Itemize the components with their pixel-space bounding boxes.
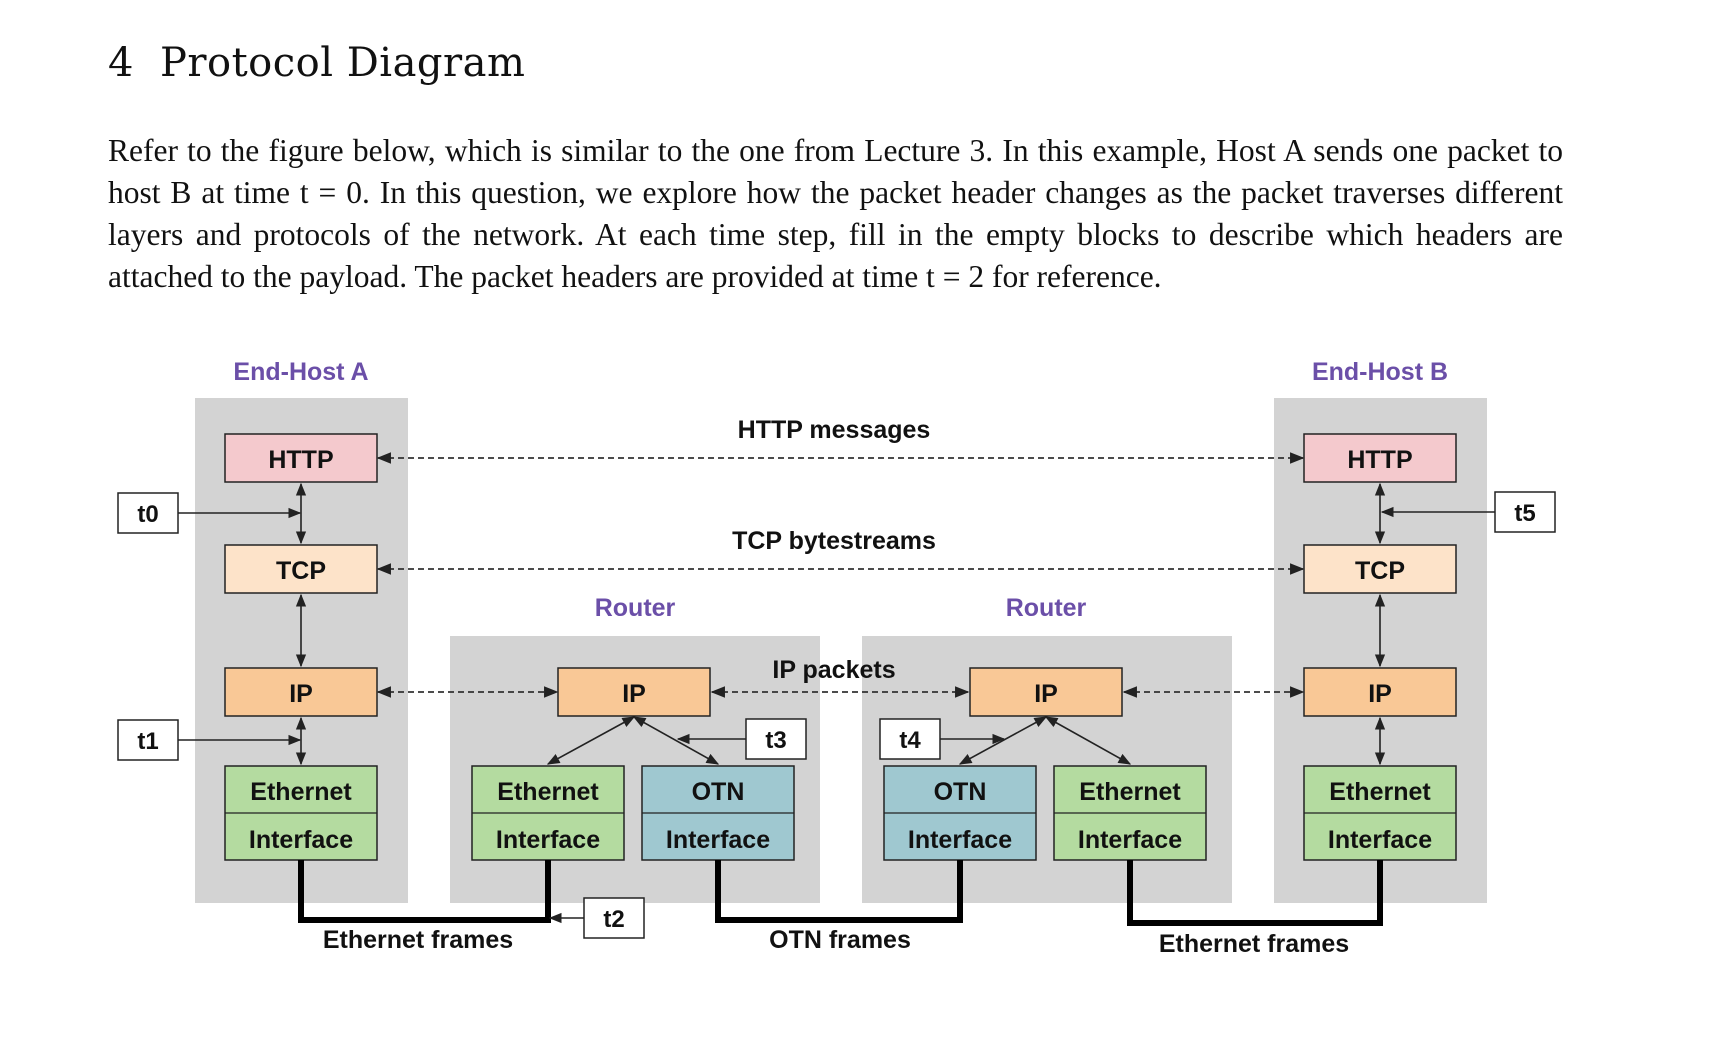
host-b-ethernet-box: Ethernet Interface [1303, 765, 1457, 861]
router-1-ip-box: IP [557, 667, 711, 717]
router-2-otn-box: OTN Interface [883, 765, 1037, 861]
timestep-t3: t3 [745, 718, 807, 760]
timestep-t2: t2 [583, 897, 645, 939]
svg-text:t0: t0 [137, 501, 158, 528]
svg-text:HTTP: HTTP [1347, 446, 1412, 474]
timestep-t0: t0 [117, 492, 179, 534]
svg-text:Ethernet: Ethernet [1079, 778, 1181, 806]
router-2-title: Router [1006, 594, 1087, 622]
host-a-http-box: HTTP [224, 433, 378, 483]
ip-packets-label: IP packets [772, 656, 895, 684]
section-title: Protocol Diagram [159, 40, 526, 86]
tcp-bytestreams-label: TCP bytestreams [732, 527, 936, 555]
router-2-ip-eth-arrow [1044, 716, 1132, 765]
ethernet-frames-label-2: Ethernet frames [1159, 930, 1349, 958]
otn-link [715, 860, 963, 923]
router-1-ip-otn-arrow [632, 716, 720, 765]
svg-text:Interface: Interface [1078, 826, 1182, 854]
host-b-tcp-box: TCP [1303, 544, 1457, 594]
host-b-title: End-Host B [1312, 358, 1448, 386]
svg-text:t2: t2 [603, 906, 624, 933]
router-1-otn-box: OTN Interface [641, 765, 795, 861]
svg-text:TCP: TCP [276, 557, 326, 585]
http-messages-label: HTTP messages [738, 416, 931, 444]
ethernet-link-1 [298, 860, 551, 923]
router-1-ip-eth-arrow [546, 716, 636, 765]
ethernet-link-2 [1127, 860, 1383, 926]
ethernet-frames-label-1: Ethernet frames [323, 926, 513, 954]
svg-text:IP: IP [1034, 680, 1058, 708]
router-1-ethernet-box: Ethernet Interface [471, 765, 625, 861]
section-number: 4 [108, 40, 134, 86]
svg-text:IP: IP [622, 680, 646, 708]
svg-text:Ethernet: Ethernet [250, 778, 352, 806]
router-2-ip-box: IP [969, 667, 1123, 717]
host-a-ethernet-box: Ethernet Interface [224, 765, 378, 861]
svg-text:Interface: Interface [496, 826, 600, 854]
svg-text:Interface: Interface [908, 826, 1012, 854]
timestep-t4: t4 [879, 718, 941, 760]
svg-text:Interface: Interface [249, 826, 353, 854]
host-b-http-box: HTTP [1303, 433, 1457, 483]
svg-text:t5: t5 [1514, 500, 1535, 527]
host-a-tcp-box: TCP [224, 544, 378, 594]
svg-text:Interface: Interface [1328, 826, 1432, 854]
svg-text:IP: IP [1368, 680, 1392, 708]
router-2-ethernet-box: Ethernet Interface [1053, 765, 1207, 861]
svg-text:t4: t4 [899, 727, 921, 754]
svg-text:Ethernet: Ethernet [1329, 778, 1431, 806]
svg-text:t3: t3 [765, 727, 786, 754]
svg-text:TCP: TCP [1355, 557, 1405, 585]
otn-frames-label: OTN frames [769, 926, 911, 954]
host-a-title: End-Host A [233, 358, 368, 386]
host-a-ip-box: IP [224, 667, 378, 717]
svg-text:IP: IP [289, 680, 313, 708]
svg-text:Interface: Interface [666, 826, 770, 854]
intro-paragraph: Refer to the figure below, which is simi… [108, 133, 1563, 294]
host-b-ip-box: IP [1303, 667, 1457, 717]
timestep-t1: t1 [117, 719, 179, 761]
section-heading: 4 Protocol Diagram [108, 40, 525, 86]
svg-text:Ethernet: Ethernet [497, 778, 599, 806]
svg-text:HTTP: HTTP [268, 446, 333, 474]
svg-text:OTN: OTN [934, 778, 987, 806]
router-1-title: Router [595, 594, 676, 622]
svg-text:t1: t1 [137, 728, 158, 755]
svg-text:OTN: OTN [692, 778, 745, 806]
timestep-t5: t5 [1494, 491, 1556, 533]
